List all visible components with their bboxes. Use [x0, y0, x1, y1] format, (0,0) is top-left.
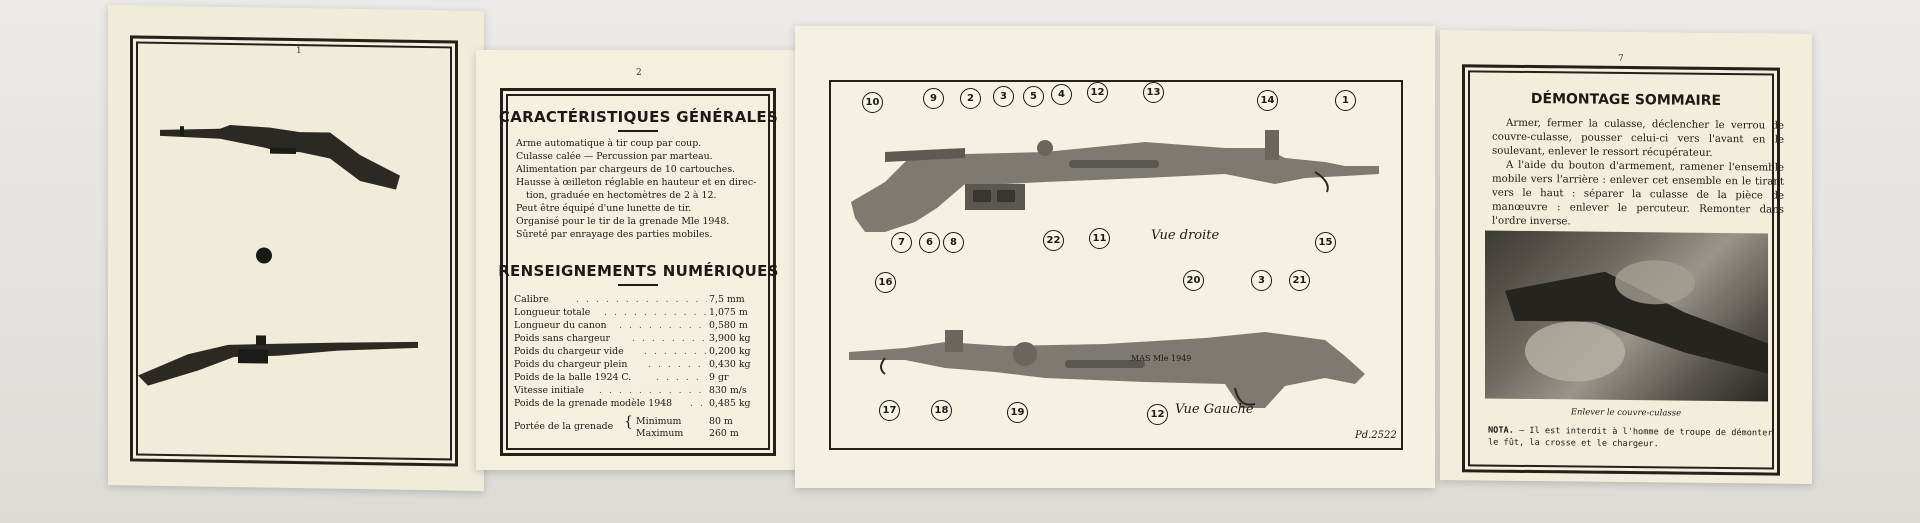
paragraph-1: Armer, fermer la culasse, déclencher le … — [1492, 117, 1784, 159]
rifle-left-view — [849, 330, 1365, 408]
page-7: 7 DÉMONTAGE SOMMAIRE Armer, fermer la cu… — [1440, 30, 1812, 484]
spec-row: Longueur du canon. . . . . . . . . . . .… — [514, 320, 769, 333]
characteristic-line: tion, graduée en hectomètres de 2 à 12. — [526, 190, 717, 201]
spec-label: Poids du chargeur plein — [514, 359, 628, 370]
page-diagram: 10 9 2 3 5 4 12 13 14 1 7 6 8 22 11 15 V… — [795, 26, 1435, 488]
callout: 17 — [879, 400, 900, 421]
characteristic-line: Peut être équipé d'une lunette de tir. — [516, 203, 692, 214]
spec-value: 830 m/s — [709, 385, 747, 396]
callout: 10 — [862, 92, 883, 113]
callout: 4 — [1051, 84, 1072, 105]
callout: 20 — [1183, 270, 1204, 291]
nota-text: — Il est interdit à l'homme de troupe de… — [1488, 425, 1773, 450]
callout: 1 — [1335, 90, 1356, 111]
callout: 3 — [993, 86, 1014, 107]
figure-reference: Pd.2522 — [1355, 430, 1397, 441]
diagram-frame — [829, 80, 1403, 450]
spec-row: Poids sans chargeur. . . . . . . . . . .… — [514, 333, 769, 346]
callout: 3 — [1251, 270, 1272, 291]
spec-value: 7,5 mm — [709, 294, 745, 305]
callout: 22 — [1043, 230, 1064, 251]
characteristic-line: Hausse à œilleton réglable en hauteur et… — [516, 177, 757, 188]
spec-label: Poids sans chargeur — [514, 333, 611, 344]
nota-label: NOTA. — [1488, 425, 1514, 436]
nota: NOTA. — Il est interdit à l'homme de tro… — [1488, 425, 1788, 452]
spec-label: Poids de la grenade modèle 1948 — [514, 398, 673, 409]
callout: 16 — [875, 272, 896, 293]
characteristic-line: Organisé pour le tir de la grenade Mle 1… — [516, 216, 730, 227]
page-frame — [500, 88, 776, 456]
paragraph-2: A l'aide du bouton d'armement, ramener l… — [1492, 159, 1784, 228]
callout: 8 — [943, 232, 964, 253]
rifle-image-bottom — [138, 335, 418, 386]
heading-underline — [618, 284, 658, 286]
spec-row: Poids de la balle 1924 C.. . . . . . . .… — [514, 372, 769, 385]
spec-row: Vitesse initiale. . . . . . . . . . . . … — [514, 385, 769, 398]
characteristic-line: Culasse calée — Percussion par marteau. — [516, 151, 713, 162]
spec-value: 0,430 kg — [709, 359, 751, 370]
callout: 7 — [891, 232, 912, 253]
page-number: 2 — [636, 68, 642, 78]
spec-label: Vitesse initiale — [514, 385, 585, 396]
callout: 2 — [960, 88, 981, 109]
spec-label: Poids du chargeur vide — [514, 346, 624, 357]
range-min-label: Minimum — [636, 416, 682, 427]
spec-value: 0,485 kg — [709, 398, 751, 409]
characteristic-line: Sûreté par enrayage des parties mobiles. — [516, 229, 713, 240]
callout: 12 — [1087, 82, 1108, 103]
rifle-image-top — [160, 124, 400, 190]
characteristic-line: Arme automatique à tir coup par coup. — [516, 138, 702, 149]
callout: 19 — [1007, 402, 1028, 423]
page-1: 1 — [108, 5, 484, 491]
rifle-marking: MAS Mle 1949 — [1131, 354, 1192, 363]
heading-numeric-data: RENSEIGNEMENTS NUMÉRIQUES — [498, 262, 779, 280]
spec-row: Poids du chargeur plein. . . . . . . . .… — [514, 359, 769, 372]
disassembly-photo — [1485, 230, 1768, 402]
spec-value: 3,900 kg — [709, 333, 751, 344]
callout: 12 — [1147, 404, 1168, 425]
spec-row: Poids du chargeur vide. . . . . . . . . … — [514, 346, 769, 359]
spec-value: 0,580 m — [709, 320, 748, 331]
spec-value: 0,200 kg — [709, 346, 751, 357]
spec-value: 9 gr — [709, 372, 729, 383]
spec-label: Portée de la grenade — [514, 421, 614, 432]
view-right-label: Vue droite — [1151, 228, 1220, 243]
callout: 21 — [1289, 270, 1310, 291]
page-number: 7 — [1618, 53, 1624, 64]
spec-row: Poids de la grenade modèle 1948. .0,485 … — [514, 398, 769, 411]
range-min-value: 80 m — [709, 416, 733, 427]
punch-hole — [256, 247, 272, 264]
spec-value: 1,075 m — [709, 307, 748, 318]
callout: 11 — [1089, 228, 1110, 249]
callout: 6 — [919, 232, 940, 253]
page-2: 2 CARACTÉRISTIQUES GÉNÉRALES Arme automa… — [476, 50, 801, 470]
spec-label: Calibre — [514, 294, 549, 305]
rifle-right-view — [851, 130, 1379, 232]
callout: 9 — [923, 88, 944, 109]
spec-row: Calibre. . . . . . . . . . . . . . . . .… — [514, 294, 769, 307]
callout: 18 — [931, 400, 952, 421]
view-left-label: Vue Gauche — [1175, 402, 1254, 417]
spec-row: Longueur totale. . . . . . . . . . . . .… — [514, 307, 769, 320]
callout: 14 — [1257, 90, 1278, 111]
callout: 15 — [1315, 232, 1336, 253]
range-max-label: Maximum — [636, 428, 684, 439]
heading-general-characteristics: CARACTÉRISTIQUES GÉNÉRALES — [498, 108, 779, 126]
callout: 13 — [1143, 82, 1164, 103]
spec-label: Longueur du canon — [514, 320, 607, 331]
page-frame — [130, 35, 458, 467]
spec-label: Longueur totale — [514, 307, 591, 318]
spec-label: Poids de la balle 1924 C. — [514, 372, 632, 383]
range-max-value: 260 m — [709, 428, 739, 439]
heading-underline — [618, 130, 658, 132]
callout: 5 — [1023, 86, 1044, 107]
spec-row-range: Portée de la grenade { Minimum Maximum 8… — [514, 414, 739, 439]
characteristic-line: Alimentation par chargeurs de 10 cartouc… — [516, 164, 736, 175]
